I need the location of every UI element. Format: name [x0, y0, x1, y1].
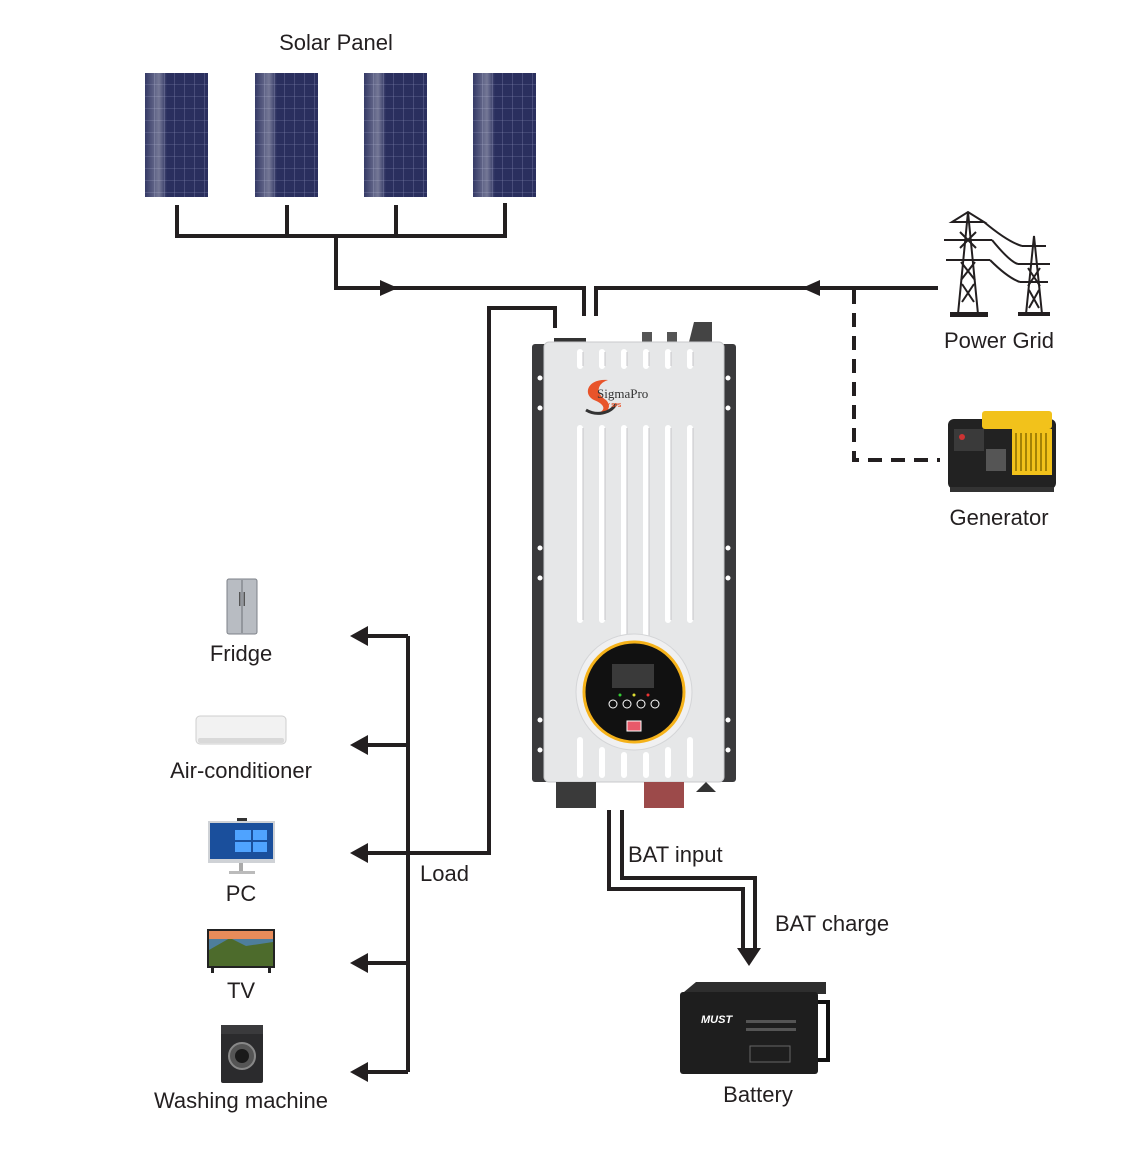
bat-charge-label: BAT charge [775, 911, 890, 936]
generator-label: Generator [949, 505, 1049, 530]
load-feed-wire [408, 306, 557, 855]
pc-icon [208, 818, 275, 874]
generator-wire [852, 290, 940, 462]
load-arrow-pc [350, 843, 368, 863]
air-conditioner-icon [195, 715, 287, 745]
appliance-label: Air-conditioner [170, 758, 312, 783]
washing-machine-icon [221, 1025, 263, 1083]
load-arrow-fridge [350, 626, 368, 646]
battery-label: Battery [723, 1082, 793, 1107]
power-grid-label: Power Grid [943, 328, 1055, 353]
inverter-brand: SigmaPro [597, 386, 649, 401]
solar-panel-icon [364, 73, 427, 197]
bat-input-label: BAT input [628, 842, 723, 867]
solar-panel-array [145, 73, 536, 197]
inverter-lcd-screen [612, 664, 654, 688]
solar-panel-icon [255, 73, 318, 197]
appliance-label: PC [225, 881, 257, 906]
load-label: Load [420, 861, 469, 886]
inverter-sub-brand: BY SPS [603, 403, 622, 409]
solar-panel-label: Solar Panel [279, 30, 393, 55]
load-arrow-washer [350, 1062, 368, 1082]
tv-icon [207, 929, 275, 973]
generator-icon [948, 411, 1056, 492]
load-arrow-ac [350, 735, 368, 755]
power-grid-icon [944, 210, 1050, 317]
bat-input-wire [607, 810, 745, 950]
appliance-label: Fridge [209, 641, 273, 666]
inverter-ac-terminal [556, 782, 596, 808]
inverter-power-switch [626, 720, 642, 732]
grid-arrow [802, 280, 820, 296]
sigmapro-logo-icon [587, 379, 609, 415]
battery-arrow [737, 948, 761, 966]
bat-charge-wire [620, 810, 757, 950]
solar-wire [175, 203, 586, 316]
appliance-label: TV [226, 978, 256, 1003]
inverter-battery-terminal [644, 782, 684, 808]
load-bus-wire [368, 634, 410, 1074]
fridge-icon [226, 578, 258, 635]
solar-panel-icon [473, 73, 536, 197]
appliance-label: Washing machine [153, 1088, 329, 1113]
inverter [532, 322, 736, 808]
solar-arrow [380, 280, 398, 296]
solar-panel-icon [145, 73, 208, 197]
load-arrow-tv [350, 953, 368, 973]
grid-wire [594, 286, 938, 316]
battery-icon [680, 982, 830, 1074]
battery-brand: MUST [701, 1014, 733, 1026]
